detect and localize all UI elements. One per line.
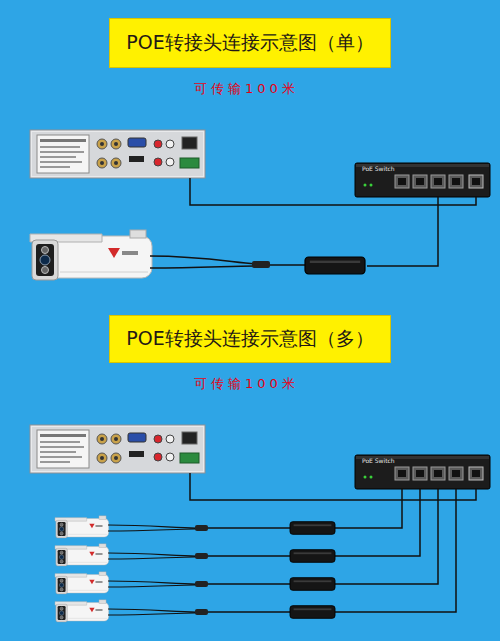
cable-connector — [195, 525, 208, 531]
cable-connector — [195, 553, 208, 559]
poe-splitter — [305, 257, 365, 274]
bullet-camera — [55, 600, 109, 622]
cable-connector — [195, 609, 208, 615]
network-cable — [335, 489, 456, 612]
nvr-recorder — [30, 425, 205, 473]
device-label: PoE Switch — [362, 457, 395, 464]
camera-lead — [108, 553, 196, 559]
cable-connector — [195, 581, 208, 587]
heading-band: POE转接头连接示意图（多） — [109, 315, 391, 363]
heading-text: POE转接头连接示意图（单） — [126, 30, 373, 56]
poe-splitter — [290, 578, 335, 591]
device-label: PoE Switch — [362, 165, 395, 172]
camera-lead — [108, 609, 196, 615]
network-cable — [208, 583, 290, 585]
network-cable — [208, 527, 290, 529]
camera-lead — [150, 256, 255, 264]
bullet-camera — [30, 230, 152, 280]
network-cable — [335, 489, 420, 556]
network-cable — [190, 473, 476, 500]
poe-splitter — [290, 606, 335, 619]
camera-lead — [108, 525, 196, 531]
network-cable — [367, 197, 438, 266]
cable-connector — [252, 261, 270, 268]
network-cable — [335, 489, 438, 584]
poe-splitter — [290, 522, 335, 535]
camera-lead — [108, 581, 196, 587]
network-cable — [208, 555, 290, 557]
poe-switch-box: PoE Switch — [355, 455, 490, 489]
distance-note: 可传输100米 — [194, 80, 299, 98]
camera-lead — [150, 266, 255, 268]
network-cable — [208, 611, 290, 613]
bullet-camera — [55, 572, 109, 594]
bullet-camera — [55, 516, 109, 538]
network-cable — [190, 178, 476, 205]
distance-note: 可传输100米 — [194, 375, 299, 393]
heading-band: POE转接头连接示意图（单） — [109, 18, 391, 68]
poe-splitter — [290, 550, 335, 563]
poe-switch-box: PoE Switch — [355, 163, 490, 197]
network-cable — [270, 264, 305, 266]
poe-switch — [355, 455, 490, 489]
heading-text: POE转接头连接示意图（多） — [126, 326, 373, 352]
nvr-recorder — [30, 130, 205, 178]
poe-switch — [355, 163, 490, 197]
network-cable — [335, 489, 402, 528]
bullet-camera — [55, 544, 109, 566]
